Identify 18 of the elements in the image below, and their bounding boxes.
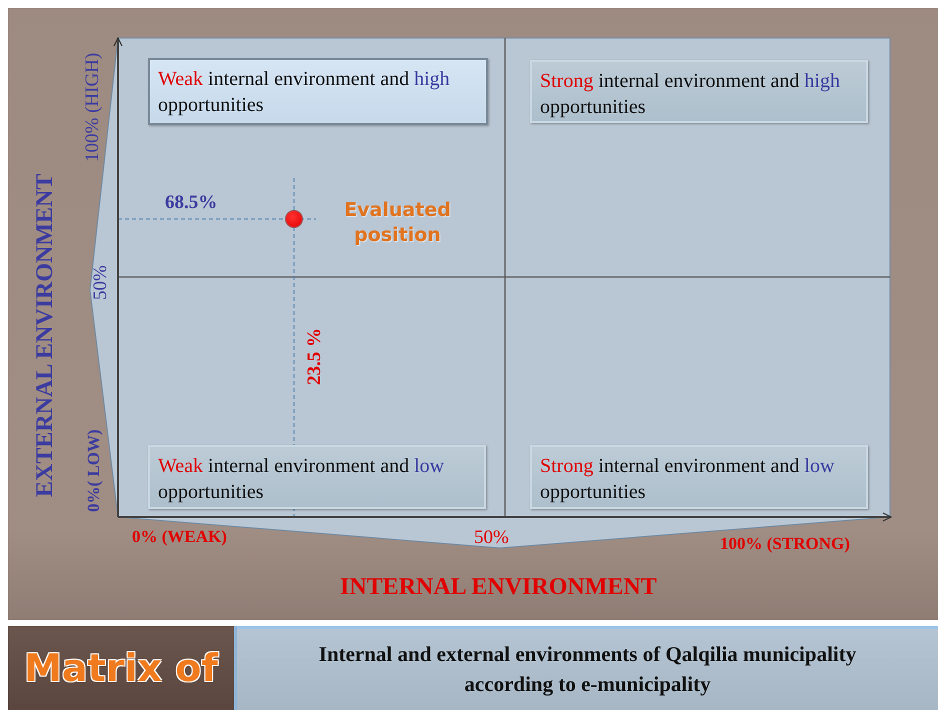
quadrant-box: Strong internal environment and low opportunities	[530, 445, 868, 509]
point-label: Evaluated position	[343, 198, 452, 248]
axis-label: 0% (WEAK)	[132, 527, 227, 547]
axis-label: 0%( LOW)	[84, 429, 104, 512]
axis-label: 100% (STRONG)	[720, 534, 850, 554]
axis-tick-label: 50%	[90, 265, 112, 300]
position-dot	[286, 211, 302, 227]
title: Matrix of	[24, 646, 218, 690]
axis-title: EXTERNAL ENVIRONMENT	[32, 174, 59, 497]
axis-label: 100% (HIGH)	[82, 52, 104, 162]
value-label: 68.5%	[165, 192, 218, 214]
quadrant-box: Strong internal environment and high opportunities	[530, 60, 868, 123]
value-label: 23.5 %	[304, 328, 326, 385]
axis-tick-label: 50%	[474, 527, 509, 549]
quadrant-box: Weak internal environment and high opportunities	[148, 58, 488, 125]
quadrant-box: Weak internal environment and low opportunities	[148, 445, 486, 509]
axis-title: INTERNAL ENVIRONMENT	[340, 574, 657, 601]
caption: Internal and external environments of Qalqilia municipality according to e-municipality	[318, 641, 858, 698]
